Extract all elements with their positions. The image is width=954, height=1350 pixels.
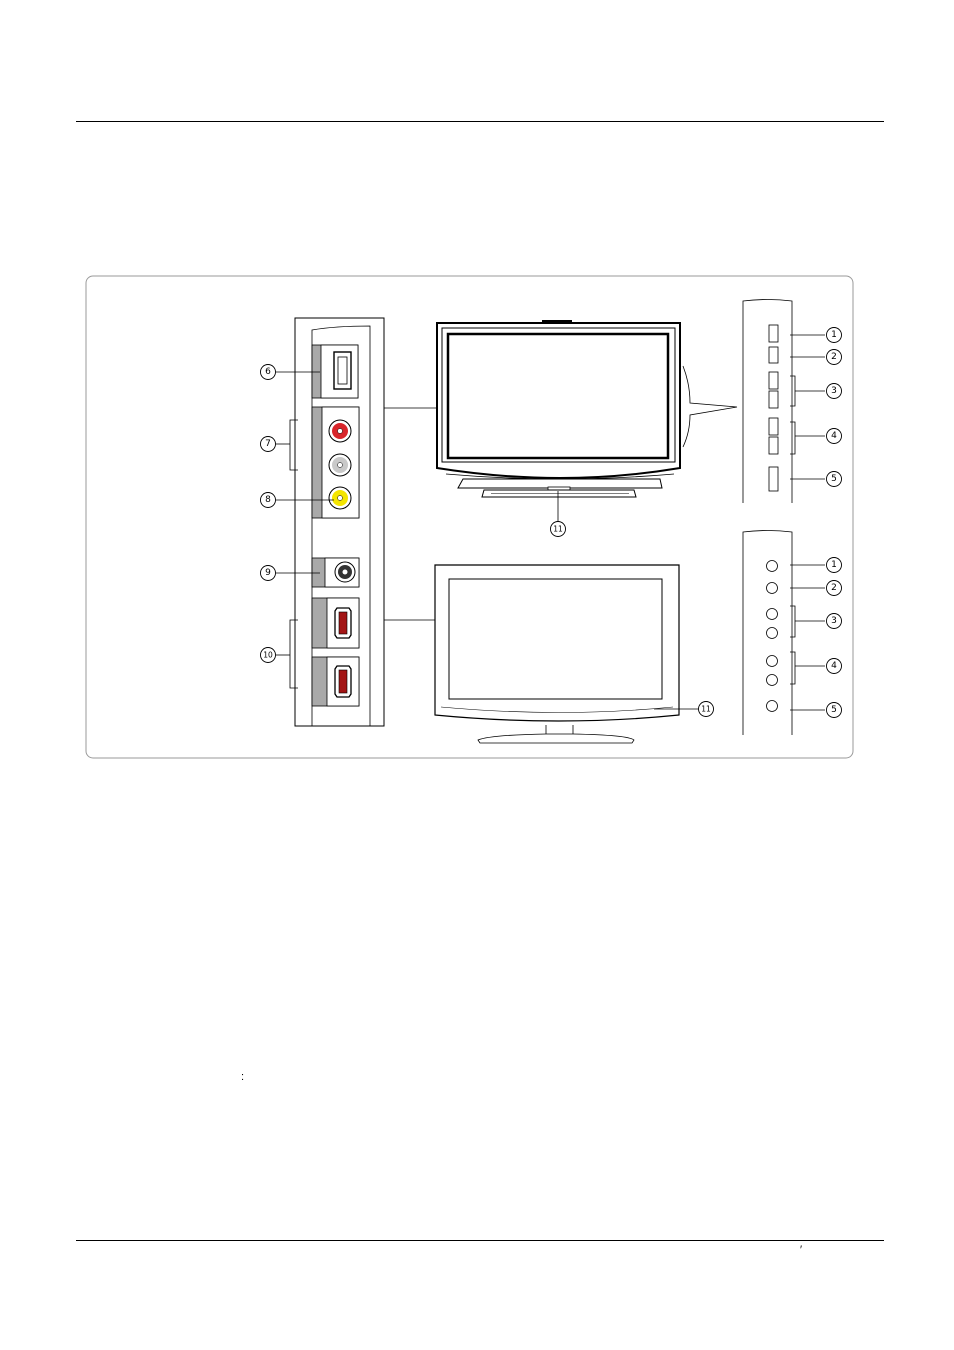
round-button-callout-1-number: 1 <box>831 560 837 570</box>
square-button-callout-2: 2 <box>827 350 842 365</box>
square-button-callout-4-number: 4 <box>831 431 837 441</box>
square-button-callout-4: 4 <box>827 429 842 444</box>
side-zoom-pointer <box>683 366 737 447</box>
side-connector-panel <box>295 318 384 726</box>
square-button-callout-1: 1 <box>827 328 842 343</box>
callout-video: 8 <box>261 493 276 508</box>
callout-antenna-number: 9 <box>265 568 271 578</box>
round-button-callout-4-number: 4 <box>831 661 837 671</box>
callout-audio: 7 <box>261 437 276 452</box>
callout-video-number: 8 <box>265 495 271 505</box>
square-button-callout-2-number: 2 <box>831 352 837 362</box>
hdmi-port-2 <box>312 657 359 706</box>
callout-hdmi: 10 <box>261 648 276 663</box>
round-button-callout-3-number: 3 <box>831 616 837 626</box>
av-input-block <box>312 407 359 518</box>
callout-antenna: 9 <box>261 566 276 581</box>
square-button-callout-5: 5 <box>827 472 842 487</box>
round-button-callout-3: 3 <box>827 614 842 629</box>
round-button-callout-2-number: 2 <box>831 583 837 593</box>
callout-usb: 6 <box>261 365 276 380</box>
callout-ir-front: 11 <box>551 522 566 537</box>
square-button-callout-3-number: 3 <box>831 386 837 396</box>
tv-front-view <box>437 320 680 497</box>
callout-ir-bottom: 11 <box>699 702 714 717</box>
callout-hdmi-number: 10 <box>263 651 273 660</box>
audio-r-jack <box>329 420 351 442</box>
video-jack <box>329 487 351 509</box>
antenna-port <box>312 558 359 587</box>
round-button-callout-2: 2 <box>827 581 842 596</box>
round-button-callout-4: 4 <box>827 659 842 674</box>
hdmi-port-1 <box>312 598 359 648</box>
round-button-callout-1: 1 <box>827 558 842 573</box>
tv-bottom-view <box>435 565 699 743</box>
side-buttons-round-strip <box>743 531 825 736</box>
callout-ir-front-number: 11 <box>553 525 563 534</box>
usb-port <box>312 345 358 398</box>
square-button-callout-1-number: 1 <box>831 330 837 340</box>
callout-usb-number: 6 <box>265 367 271 377</box>
callout-ir-bottom-number: 11 <box>701 705 711 714</box>
round-button-callout-5-number: 5 <box>831 705 837 715</box>
audio-l-jack <box>329 454 351 476</box>
side-buttons-square-strip <box>743 300 825 504</box>
square-button-callout-3: 3 <box>827 384 842 399</box>
square-button-callout-5-number: 5 <box>831 474 837 484</box>
callout-audio-number: 7 <box>265 439 271 449</box>
round-button-callout-5: 5 <box>827 703 842 718</box>
